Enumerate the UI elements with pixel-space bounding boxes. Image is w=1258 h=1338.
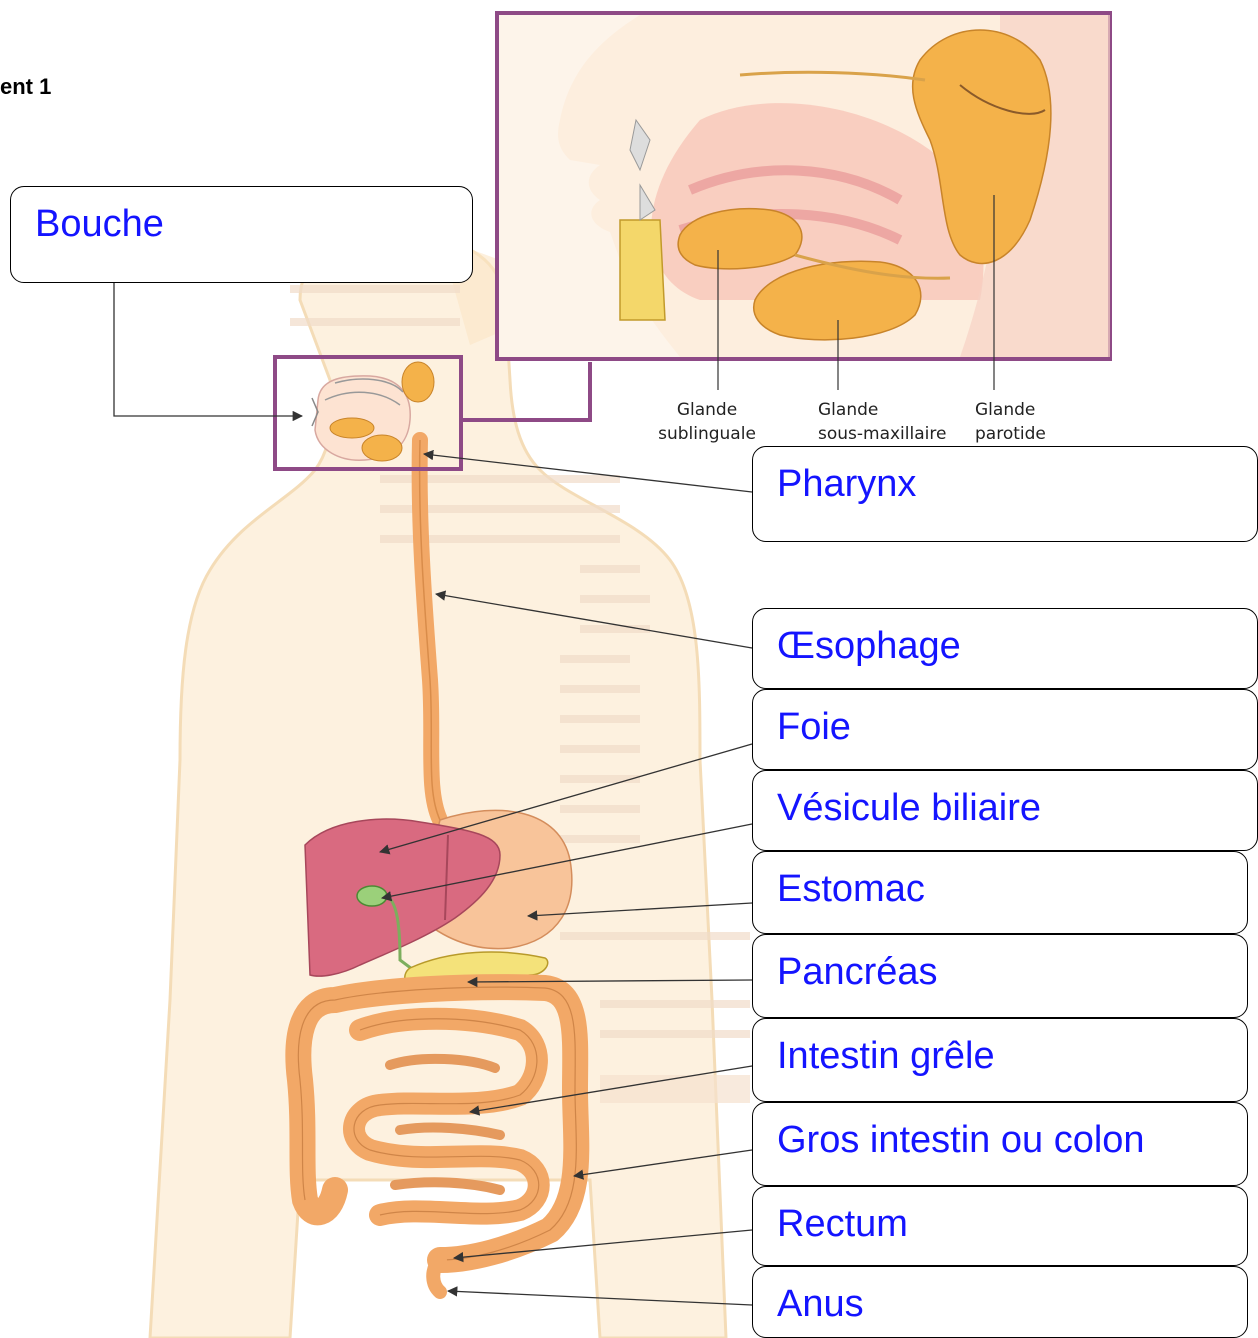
- label-gros-intestin: Gros intestin ou colon: [752, 1102, 1248, 1186]
- gallbladder-shape: [357, 886, 387, 906]
- document-title: ent 1: [0, 74, 51, 100]
- label-intestin-grele: Intestin grêle: [752, 1018, 1248, 1102]
- label-bouche: Bouche: [10, 186, 473, 283]
- gland-label-sublinguale: Glande sublinguale: [647, 398, 767, 446]
- label-pharynx: Pharynx: [752, 446, 1258, 542]
- gland-label-sous-maxillaire: Glande sous-maxillaire: [818, 398, 953, 446]
- label-pancreas: Pancréas: [752, 934, 1248, 1018]
- rectum-shape: [433, 1260, 440, 1292]
- label-oesophage: Œsophage: [752, 608, 1258, 689]
- label-estomac: Estomac: [752, 851, 1248, 934]
- label-anus: Anus: [752, 1266, 1248, 1338]
- gland-label-parotide: Glande parotide: [975, 398, 1065, 446]
- label-foie: Foie: [752, 689, 1258, 770]
- label-vesicule-biliaire: Vésicule biliaire: [752, 770, 1258, 851]
- label-rectum: Rectum: [752, 1186, 1248, 1266]
